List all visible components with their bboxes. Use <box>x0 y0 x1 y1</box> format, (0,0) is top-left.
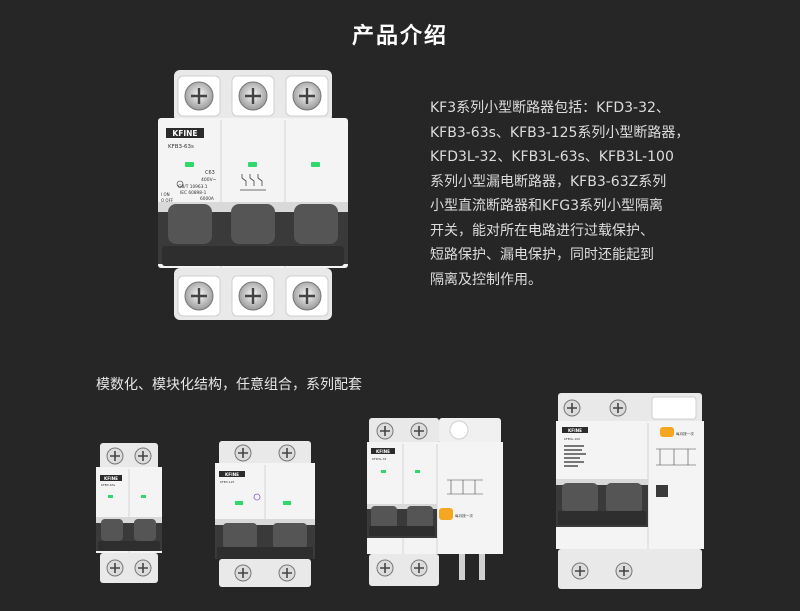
description-line: 开关，能对所在电路进行过载保护、 <box>430 222 654 239</box>
screw-bottom-2 <box>231 275 275 317</box>
brand-logo: KFINE <box>172 129 197 138</box>
description-line: 系列小型漏电断路器，KFB3-63Z系列 <box>430 173 667 190</box>
description-line: 隔离及控制作用。 <box>430 271 542 288</box>
handle-2 <box>231 204 275 244</box>
test-button-icon <box>660 427 674 437</box>
description-line: KF3系列小型断路器包括：KFD3-32、 <box>430 100 670 116</box>
description-line: 小型直流断路器和KFG3系列小型隔离 <box>430 198 663 214</box>
product-description: KF3系列小型断路器包括：KFD3-32、 KFB3-63s、KFB3-125系… <box>430 96 760 292</box>
screw-bottom-1 <box>177 275 221 317</box>
model-label: KFB3-63s <box>168 144 194 150</box>
handle-1 <box>168 204 212 244</box>
indicator-1 <box>185 162 194 167</box>
voltage-label: 400V~ <box>201 177 217 183</box>
main-breaker-image: KFINE KFB3-63s C63 400V~ GB/T 10963.1 IE… <box>158 70 348 320</box>
indicator-2 <box>248 162 257 167</box>
description-line: 短路保护、漏电保护，同时还能起到 <box>430 247 654 263</box>
thumb-3-button-label: 每月按一次 <box>455 513 473 518</box>
rating-label: C63 <box>205 170 215 176</box>
thumb-3-model: KFD3L-32 <box>372 457 387 461</box>
screw-top-3 <box>285 75 329 117</box>
thumb-breaker-1: KFINE KFB3-63s <box>96 443 162 583</box>
thumb-1-model: KFB3-63s <box>101 483 116 487</box>
thumb-4-brand: KFINE <box>568 428 582 433</box>
breaking-label: 6000A <box>200 196 214 202</box>
wiring-symbol <box>240 174 266 191</box>
handle-3 <box>294 204 338 244</box>
description-line: KFD3L-32、KFB3L-63s、KFB3L-100 <box>430 149 674 165</box>
thumb-breaker-3: KFINE KFD3L-32 每月按一次 <box>367 418 503 586</box>
page-title: 产品介绍 <box>351 24 448 49</box>
standard-label-2: IEC 60898-1 <box>180 190 207 196</box>
description-line: KFB3-63s、KFB3-125系列小型断路器， <box>430 124 690 141</box>
thumb-1-brand: KFINE <box>104 476 118 481</box>
screw-top-2 <box>231 75 275 117</box>
indicator-3 <box>311 162 320 167</box>
thumb-breaker-4: KFINE KFB3L-100 每月按一次 <box>556 393 704 589</box>
thumb-2-brand: KFINE <box>225 472 239 477</box>
screw-bottom-3 <box>285 275 329 317</box>
handle-bar <box>162 246 344 266</box>
screw-top-1 <box>177 75 221 117</box>
standard-label-1: GB/T 10963.1 <box>178 184 208 190</box>
section-subtitle: 模数化、模块化结构，任意组合，系列配套 <box>96 377 362 393</box>
off-label: O OFF <box>161 198 174 203</box>
thumb-2-model: KFB3-125 <box>220 480 235 484</box>
test-button-icon <box>439 508 453 520</box>
on-label: I ON <box>161 192 170 197</box>
thumb-3-brand: KFINE <box>376 449 390 454</box>
thumb-4-model: KFB3L-100 <box>564 437 580 441</box>
thumb-breaker-2: KFINE KFB3-125 <box>215 441 315 587</box>
thumb-4-button-label: 每月按一次 <box>676 431 694 436</box>
